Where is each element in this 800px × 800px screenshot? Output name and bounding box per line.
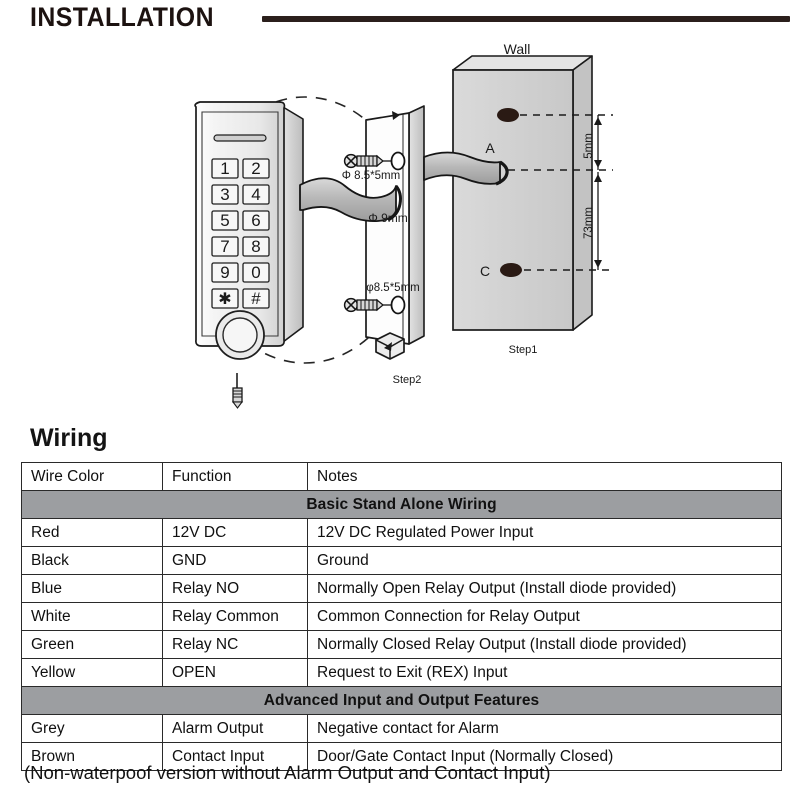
wall-block <box>452 55 593 331</box>
wall-hole-b <box>497 108 519 122</box>
table-row: Green Relay NC Normally Closed Relay Out… <box>21 630 782 659</box>
cell-wire-color: Green <box>21 630 163 659</box>
dimension-5mm: 5mm <box>583 115 602 170</box>
step2-label: Step2 <box>393 374 422 386</box>
key-label-1: 1 <box>220 159 229 178</box>
cell-notes: Door/Gate Contact Input (Normally Closed… <box>307 742 782 771</box>
section-title: Basic Stand Alone Wiring <box>21 490 782 519</box>
step3-screw-icon <box>231 373 244 409</box>
wall-label: Wall <box>504 41 531 57</box>
wiring-table: Wire Color Function Notes Basic Stand Al… <box>21 462 782 771</box>
wiring-footnote: (Non-waterpoof version without Alarm Out… <box>24 762 551 783</box>
cell-notes: 12V DC Regulated Power Input <box>307 518 782 547</box>
cable-hole-label: Φ 9mm <box>368 211 408 225</box>
cell-wire-color: Brown <box>21 742 163 771</box>
cell-notes: Normally Open Relay Output (Install diod… <box>307 574 782 603</box>
dimension-leaders <box>508 114 613 271</box>
cell-notes: Ground <box>307 546 782 575</box>
installation-diagram: 1 2 3 4 5 6 7 8 9 0 ✱ # Step3 <box>0 40 800 410</box>
cell-function: Relay NC <box>162 630 308 659</box>
cell-wire-color: Yellow <box>21 658 163 687</box>
section-title: Advanced Input and Output Features <box>21 686 782 715</box>
column-header-function: Function <box>162 462 308 491</box>
key-label-6: 6 <box>251 211 260 230</box>
cell-function: OPEN <box>162 658 308 687</box>
screw-hole-top-label: Φ 8.5*5mm <box>342 170 400 182</box>
key-label-9: 9 <box>220 263 229 282</box>
title-rule-divider <box>262 16 790 22</box>
wall-hole-c <box>500 263 522 277</box>
page-title: INSTALLATION <box>30 2 214 32</box>
key-label-4: 4 <box>251 185 260 204</box>
key-label-hash: # <box>251 289 261 308</box>
cell-function: 12V DC <box>162 518 308 547</box>
cell-notes: Common Connection for Relay Output <box>307 602 782 631</box>
column-header-notes: Notes <box>307 462 782 491</box>
dimension-73mm: 73mm <box>583 172 602 270</box>
wiring-table-container: Wire Color Function Notes Basic Stand Al… <box>21 462 782 771</box>
cell-function: Relay NO <box>162 574 308 603</box>
table-row: White Relay Common Common Connection for… <box>21 602 782 631</box>
keypad-device: 1 2 3 4 5 6 7 8 9 0 ✱ # <box>194 101 304 360</box>
page-header: INSTALLATION <box>0 0 800 44</box>
mounting-back-plate <box>365 105 425 360</box>
table-row: Yellow OPEN Request to Exit (REX) Input <box>21 658 782 687</box>
cell-function: Relay Common <box>162 602 308 631</box>
key-label-8: 8 <box>251 237 260 256</box>
step1-label: Step1 <box>509 344 538 356</box>
key-label-7: 7 <box>220 237 229 256</box>
cell-function: Alarm Output <box>162 714 308 743</box>
cell-notes: Request to Exit (REX) Input <box>307 658 782 687</box>
cell-wire-color: Blue <box>21 574 163 603</box>
key-label-5: 5 <box>220 211 229 230</box>
cell-wire-color: White <box>21 602 163 631</box>
hole-a-label: A <box>485 140 495 156</box>
screw-icon-top <box>343 153 391 169</box>
cell-wire-color: Grey <box>21 714 163 743</box>
key-label-0: 0 <box>251 263 260 282</box>
cell-wire-color: Red <box>21 518 163 547</box>
screw-icon-bottom <box>343 297 391 313</box>
cell-wire-color: Black <box>21 546 163 575</box>
bottom-screw-and-keyhole <box>343 295 406 315</box>
card-reader-ring-icon <box>215 310 265 360</box>
cell-notes: Negative contact for Alarm <box>307 714 782 743</box>
wall-cable <box>423 151 509 186</box>
section-header-row: Advanced Input and Output Features <box>21 686 782 715</box>
cell-notes: Normally Closed Relay Output (Install di… <box>307 630 782 659</box>
arc-arrow-top <box>392 111 400 120</box>
table-row: Red 12V DC 12V DC Regulated Power Input <box>21 518 782 547</box>
table-row: Blue Relay NO Normally Open Relay Output… <box>21 574 782 603</box>
table-row: Black GND Ground <box>21 546 782 575</box>
table-header-row: Wire Color Function Notes <box>21 462 782 491</box>
screw-hole-bottom-label: φ8.5*5mm <box>366 282 419 294</box>
column-header-wire-color: Wire Color <box>21 462 163 491</box>
dim-73mm-label: 73mm <box>583 207 595 239</box>
table-row: Grey Alarm Output Negative contact for A… <box>21 714 782 743</box>
table-row: Brown Contact Input Door/Gate Contact In… <box>21 742 782 771</box>
key-label-3: 3 <box>220 185 229 204</box>
section-header-row: Basic Stand Alone Wiring <box>21 490 782 519</box>
arc-arrow-bottom <box>384 342 392 351</box>
top-screw-and-keyhole <box>343 151 406 171</box>
dim-5mm-label: 5mm <box>583 133 595 159</box>
keypad-keys: 1 2 3 4 5 6 7 8 9 0 ✱ # <box>211 158 270 309</box>
key-label-2: 2 <box>251 159 260 178</box>
cell-function: GND <box>162 546 308 575</box>
wiring-heading: Wiring <box>30 424 108 452</box>
key-label-star: ✱ <box>218 291 231 308</box>
cable-run <box>299 177 402 222</box>
hole-c-label: C <box>480 263 490 279</box>
cell-function: Contact Input <box>162 742 308 771</box>
